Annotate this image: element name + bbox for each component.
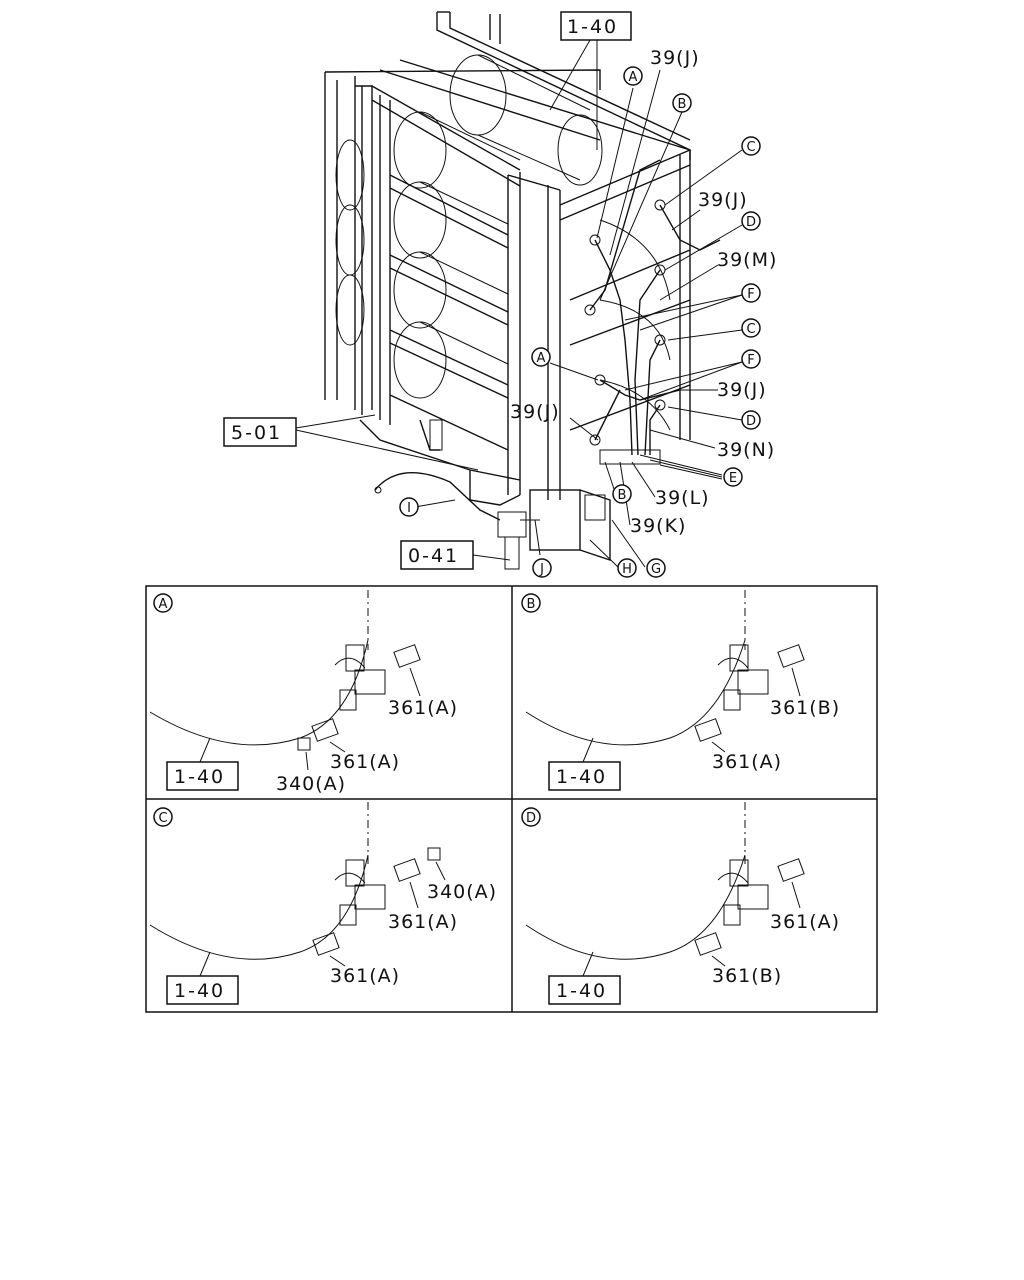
svg-text:A: A [537,351,546,366]
valve-body [334,859,386,926]
fitting-361a-upper [393,858,421,882]
svg-text:C: C [158,811,167,826]
detail-panel-a: A 1-40 361(A) 361(A) 340(A) [149,590,458,795]
ref-box-1-40-c[interactable]: 1-40 [166,975,239,1005]
label-361a: 361(A) [770,911,840,933]
detail-id-b: B [521,593,541,613]
marker-j[interactable]: J [532,558,552,578]
ref-label: 0-41 [408,545,459,567]
marker-h[interactable]: H [617,558,637,578]
marker-f-mid[interactable]: F [741,349,761,369]
marker-e[interactable]: E [723,467,743,487]
svg-text:F: F [747,353,754,368]
svg-text:A: A [629,70,638,85]
callout-39j-right: 39(J) [698,189,748,211]
callout-39k: 39(K) [630,515,686,537]
svg-text:1-40: 1-40 [174,766,225,788]
ref-box-1-40-a[interactable]: 1-40 [166,761,239,791]
fitting-361a-upper [393,644,421,668]
svg-text:J: J [539,562,544,577]
detail-grid [145,585,878,1013]
ref-box-5-01[interactable]: 5-01 [223,417,297,447]
label-361b: 361(B) [770,697,840,719]
marker-d-top[interactable]: D [741,211,761,231]
label-361a: 361(A) [712,751,782,773]
detail-id-a: A [153,593,173,613]
svg-text:B: B [678,97,687,112]
svg-text:1-40: 1-40 [174,980,225,1002]
fitting-361a-lower [312,932,340,956]
callout-39n: 39(N) [717,439,775,461]
label-361a-2: 361(A) [330,965,400,987]
svg-text:B: B [527,597,536,612]
callout-39j-mid: 39(J) [717,379,767,401]
label-340a: 340(A) [427,881,497,903]
svg-text:G: G [651,562,661,577]
marker-a-mid[interactable]: A [531,347,551,367]
fitting-361b [694,932,722,956]
marker-d-mid[interactable]: D [741,410,761,430]
marker-g[interactable]: G [646,558,666,578]
ref-box-1-40-main[interactable]: 1-40 [560,11,632,41]
ref-label: 1-40 [567,16,618,38]
label-361a-1: 361(A) [388,697,458,719]
svg-text:F: F [747,287,754,302]
detail-panel-c: C 1-40 340(A) 361(A) 361(A) [149,802,497,1005]
detail-panel-d: D 1-40 361(A) 361(B) [521,802,840,1005]
valve-body [334,644,386,711]
label-361b: 361(B) [712,965,782,987]
svg-text:1-40: 1-40 [556,980,607,1002]
label-361a-2: 361(A) [330,751,400,773]
ref-box-0-41[interactable]: 0-41 [400,540,474,570]
valve-body [717,644,769,711]
svg-text:C: C [746,322,755,337]
cap-340a [427,847,441,861]
marker-a-top[interactable]: A [623,66,643,86]
callout-39j-top: 39(J) [650,47,700,69]
fitting-361b [777,644,805,668]
fitting-361a [777,858,805,882]
marker-b-bottom[interactable]: B [612,484,632,504]
marker-b-top[interactable]: B [672,93,692,113]
marker-f-top[interactable]: F [741,283,761,303]
svg-text:D: D [746,414,756,429]
gas-cylinders [335,54,671,431]
label-361a-1: 361(A) [388,911,458,933]
svg-text:H: H [622,562,632,577]
svg-text:E: E [729,471,737,486]
detail-id-d: D [521,807,541,827]
cylinder-rack-assembly [324,11,721,570]
fitting-361a [694,718,722,742]
ref-box-1-40-b[interactable]: 1-40 [548,761,621,791]
detail-id-c: C [153,807,173,827]
detail-panel-b: B 1-40 361(B) 361(A) [521,590,840,791]
ref-label: 5-01 [231,422,282,444]
fitting-361a-lower [311,718,339,742]
svg-text:D: D [746,215,756,230]
callout-39j-left: 39(J) [510,401,560,423]
svg-text:D: D [526,811,536,826]
gas-piping [584,159,721,465]
callout-39m: 39(M) [717,249,777,271]
marker-i[interactable]: I [399,497,419,517]
svg-text:C: C [746,140,755,155]
svg-text:I: I [407,501,411,516]
marker-c-top[interactable]: C [741,136,761,156]
callout-39l: 39(L) [655,487,710,509]
svg-text:A: A [159,597,168,612]
label-340a: 340(A) [276,773,346,795]
svg-text:B: B [618,488,627,503]
cap-340a [297,737,311,751]
valve-body [717,859,769,926]
marker-c-mid[interactable]: C [741,318,761,338]
svg-text:1-40: 1-40 [556,766,607,788]
ref-box-1-40-d[interactable]: 1-40 [548,975,621,1005]
